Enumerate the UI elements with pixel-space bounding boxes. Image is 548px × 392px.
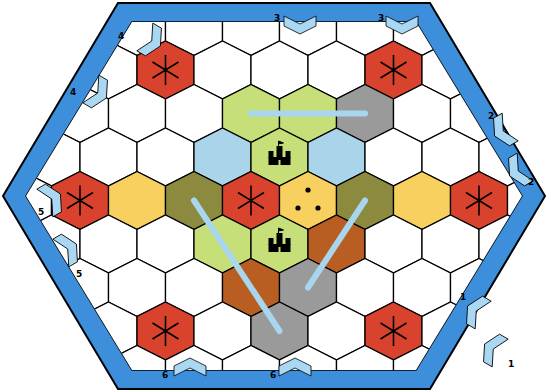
cell-icons: [67, 55, 492, 346]
edge-number: 5: [76, 270, 82, 279]
hex-cell: [23, 302, 80, 360]
edge-number: 6: [162, 371, 168, 380]
edge-chevron: [174, 358, 206, 376]
hex-cell: [0, 0, 52, 56]
hex-cell: [0, 259, 52, 317]
hex-cell: [536, 128, 548, 186]
red-cell-symbol: [238, 186, 264, 216]
hex-cell: [0, 85, 52, 143]
edge-number: 3: [378, 14, 384, 23]
hex-cell: [52, 346, 109, 392]
dot-marker: [305, 187, 310, 192]
edge-chevron: [279, 358, 311, 376]
hex-cell: [0, 302, 23, 360]
hex-cell: [508, 259, 548, 317]
hex-cell: [508, 85, 548, 143]
edge-number: 2: [528, 178, 534, 187]
hex-cell: [0, 128, 23, 186]
hex-cell: [451, 346, 508, 392]
bridge-bar: [251, 111, 365, 117]
bridge-bar: [194, 201, 280, 332]
bridge-bar: [308, 201, 365, 288]
edge-number: 3: [274, 14, 280, 23]
edge-number: 4: [70, 88, 76, 97]
edge-chevron: [137, 23, 169, 60]
hex-cell: [52, 0, 109, 56]
hex-cell: [508, 346, 548, 392]
edge-chevron: [477, 330, 509, 367]
hex-cell: [0, 41, 23, 99]
hex-cell: [0, 215, 23, 273]
red-cell-symbol: [466, 186, 492, 216]
hex-cell: [479, 215, 536, 273]
hex-cell: [536, 41, 548, 99]
hex-cell: [394, 346, 451, 392]
edge-number: 5: [38, 208, 44, 217]
red-cell-symbol: [153, 55, 179, 85]
edge-chevron: [37, 180, 69, 217]
edge-chevron: [284, 16, 316, 34]
edge-chevron: [83, 75, 115, 112]
hex-cell: [536, 302, 548, 360]
red-cell-symbol: [153, 316, 179, 346]
edge-chevron: [460, 292, 492, 329]
edge-number: 1: [508, 360, 514, 369]
hex-cell: [0, 346, 52, 392]
edge-number: 1: [460, 293, 466, 302]
red-cell-symbol: [67, 186, 93, 216]
hex-cell: [166, 346, 223, 392]
bridge-bars: [194, 114, 365, 332]
edge-chevrons: [37, 16, 533, 376]
edge-number: 2: [488, 112, 494, 121]
red-cell-symbol: [381, 55, 407, 85]
edge-number: 4: [118, 32, 124, 41]
board-field: [26, 22, 522, 370]
hex-cell: [451, 0, 508, 56]
hex-cell: [337, 346, 394, 392]
hex-cell: [479, 41, 536, 99]
hex-cell: [109, 346, 166, 392]
castle-icon: [269, 141, 291, 165]
edge-number: 6: [270, 371, 276, 380]
red-cell-symbol: [381, 316, 407, 346]
edge-chevron: [386, 16, 418, 34]
board-frame: [3, 3, 545, 389]
hex-cell: [223, 346, 280, 392]
edge-chevron: [53, 230, 85, 267]
castle-icon: [269, 228, 291, 252]
dot-marker: [315, 205, 320, 210]
hex-cell: [536, 215, 548, 273]
dot-marker: [295, 205, 300, 210]
hex-cell: [508, 0, 548, 56]
hex-cell: [23, 41, 80, 99]
hex-cell: [280, 346, 337, 392]
